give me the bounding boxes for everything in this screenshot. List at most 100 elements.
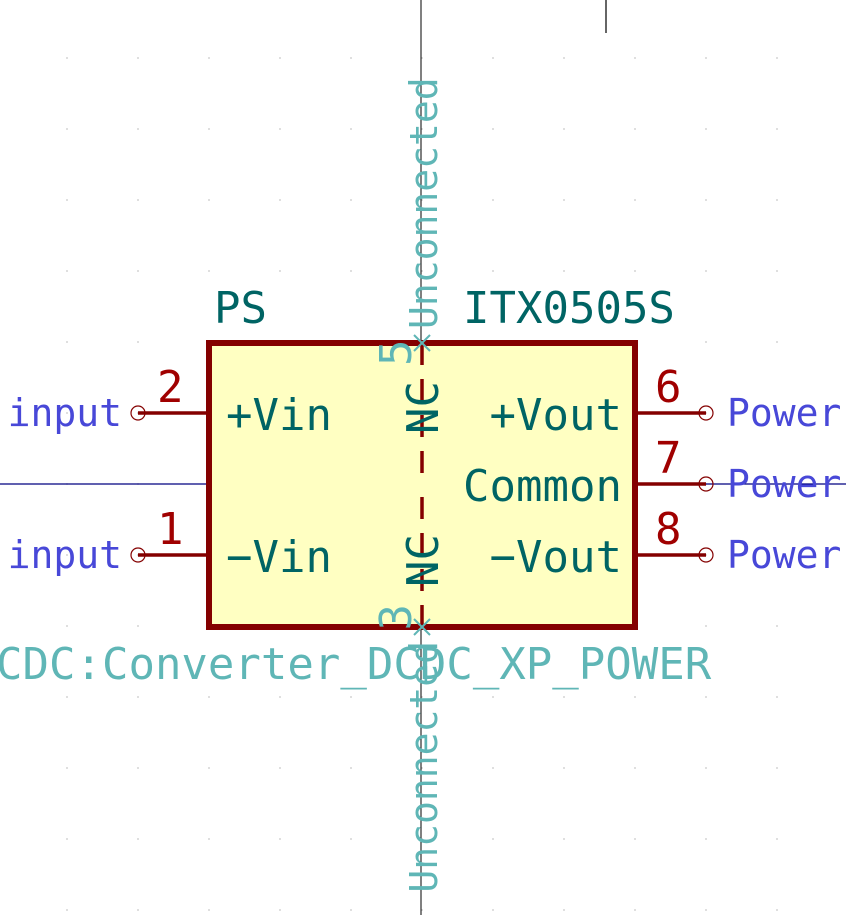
grid-dot: [421, 270, 423, 272]
net-label-power-3[interactable]: Power: [727, 533, 841, 577]
net-label-input-bottom[interactable]: input: [8, 533, 122, 577]
unconnected-label-bottom[interactable]: Unconnected: [402, 641, 446, 893]
grid-dot: [350, 767, 352, 769]
grid-dot: [776, 270, 778, 272]
component-value[interactable]: ITX0505S: [463, 283, 675, 334]
grid-dot: [776, 554, 778, 556]
grid-dot: [776, 767, 778, 769]
grid-dot: [492, 128, 494, 130]
grid-dot: [705, 270, 707, 272]
grid-dot: [492, 57, 494, 59]
circle-icon[interactable]: [130, 547, 146, 563]
circle-icon[interactable]: [130, 405, 146, 421]
grid-dot: [137, 128, 139, 130]
grid-dot: [776, 696, 778, 698]
grid-dot: [137, 696, 139, 698]
grid-dot: [350, 57, 352, 59]
grid-dot: [421, 128, 423, 130]
pin-name-vin-neg: −Vin: [226, 532, 332, 583]
grid-dot: [279, 838, 281, 840]
pin-number-7: 7: [655, 433, 682, 484]
grid-dot: [705, 909, 707, 911]
grid-dot: [66, 412, 68, 414]
grid-dot: [279, 909, 281, 911]
grid-dot: [279, 128, 281, 130]
grid-dot: [776, 625, 778, 627]
grid-dot: [350, 199, 352, 201]
pin-name-nc-bottom: NC: [398, 381, 449, 434]
grid-dot: [705, 128, 707, 130]
grid-dot: [705, 838, 707, 840]
grid-dot: [350, 270, 352, 272]
grid-dot: [66, 270, 68, 272]
pin-number-8: 8: [655, 504, 682, 555]
grid-dot: [66, 909, 68, 911]
unconnected-label-top[interactable]: Unconnected: [402, 77, 446, 329]
grid-dot: [563, 270, 565, 272]
grid-dot: [208, 270, 210, 272]
grid-dot: [208, 909, 210, 911]
net-label-power-1[interactable]: Power: [727, 391, 841, 435]
grid-dot: [563, 696, 565, 698]
grid-dot: [492, 199, 494, 201]
grid-dot: [66, 554, 68, 556]
net-label-input-top[interactable]: input: [8, 391, 122, 435]
grid-dot: [705, 341, 707, 343]
pin-name-vout-pos: +Vout: [490, 390, 622, 441]
grid-dot: [776, 412, 778, 414]
grid-dot: [776, 128, 778, 130]
pin-endpoints: [130, 405, 714, 563]
grid-dot: [776, 199, 778, 201]
x-mark-icon[interactable]: [413, 334, 431, 352]
grid-dot: [66, 838, 68, 840]
grid-dot: [492, 767, 494, 769]
grid-dot: [563, 909, 565, 911]
pin-name-common: Common: [463, 461, 622, 512]
grid-dot: [421, 909, 423, 911]
grid-dot: [776, 341, 778, 343]
grid-dot: [350, 128, 352, 130]
grid-dot: [208, 838, 210, 840]
grid-dot: [208, 128, 210, 130]
reference-designator[interactable]: PS: [214, 283, 267, 334]
grid-dot: [634, 199, 636, 201]
grid-dot: [492, 909, 494, 911]
pin-number-3: 3: [371, 604, 422, 631]
circle-icon[interactable]: [698, 405, 714, 421]
grid-dot: [563, 767, 565, 769]
grid-dot: [279, 199, 281, 201]
grid-dot: [421, 57, 423, 59]
grid-dot: [634, 270, 636, 272]
grid-dot: [350, 696, 352, 698]
pin-number-1: 1: [157, 504, 184, 555]
footprint-field[interactable]: CDC:Converter_DCDC_XP_POWER: [0, 639, 712, 690]
grid-dot: [634, 767, 636, 769]
no-connect-markers: [413, 334, 431, 636]
grid-dot: [208, 57, 210, 59]
grid-dot: [492, 838, 494, 840]
grid-dot: [492, 696, 494, 698]
grid-dot: [137, 57, 139, 59]
grid-dot: [350, 909, 352, 911]
pin-number-6: 6: [655, 362, 682, 413]
grid-dot: [421, 767, 423, 769]
grid-dot: [208, 696, 210, 698]
grid-dot: [705, 199, 707, 201]
x-mark-icon[interactable]: [413, 618, 431, 636]
grid-dot: [350, 838, 352, 840]
pin-name-vin-pos: +Vin: [226, 390, 332, 441]
grid-dot: [66, 128, 68, 130]
grid-dot: [776, 909, 778, 911]
grid-dot: [137, 838, 139, 840]
grid-dot: [66, 767, 68, 769]
grid-dot: [279, 696, 281, 698]
grid-dot: [421, 199, 423, 201]
grid-dot: [563, 199, 565, 201]
net-label-power-2[interactable]: Power: [727, 462, 841, 506]
circle-icon[interactable]: [698, 476, 714, 492]
grid-dot: [137, 199, 139, 201]
circle-icon[interactable]: [698, 547, 714, 563]
grid-dot: [421, 696, 423, 698]
grid-dot: [634, 696, 636, 698]
